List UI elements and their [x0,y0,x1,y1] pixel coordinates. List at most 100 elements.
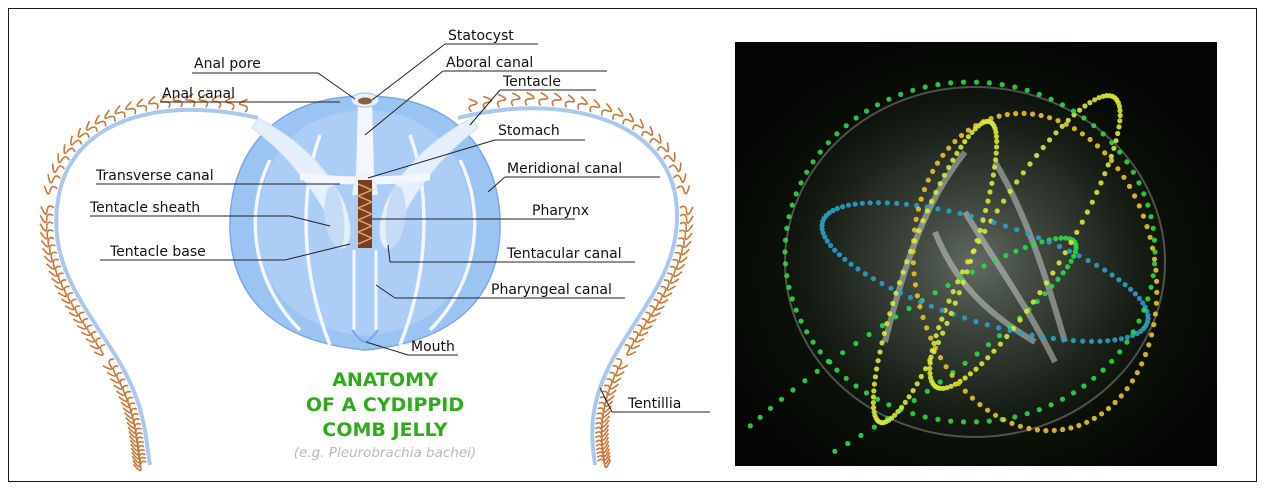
comb-plate [940,153,945,158]
comb-plate [946,299,951,304]
tentillum [105,110,115,122]
comb-plate [844,376,849,381]
comb-plate [908,295,913,300]
tentillum [73,312,84,322]
comb-plate [872,382,877,387]
comb-plate [1146,342,1151,347]
comb-plate [1091,376,1096,381]
comb-plate [871,276,876,281]
comb-plate [1004,334,1009,339]
comb-plate [963,375,968,380]
tentillum [613,108,623,120]
comb-plate [1136,319,1141,324]
comb-plate [1021,170,1026,175]
comb-plate [1040,334,1045,339]
comb-plate [997,333,1002,338]
comb-plate [993,157,998,162]
label-transverse-canal: Transverse canal [95,168,214,184]
comb-plate [758,415,763,420]
comb-plate [1125,386,1130,391]
tentillum [669,162,681,171]
comb-plate [1068,425,1073,430]
comb-plate [954,151,959,156]
tentillum [649,306,660,316]
comb-jelly-photo [735,42,1217,466]
label-pharynx: Pharynx [532,203,589,219]
tentillum [677,185,690,193]
label-stomach: Stomach [498,123,560,139]
comb-plate [957,290,962,295]
comb-plate [977,402,982,407]
comb-plate [1086,258,1091,263]
label-tentacular-canal: Tentacular canal [506,246,622,262]
comb-plate [790,296,795,301]
comb-plate [885,200,890,205]
comb-plate [1025,231,1030,236]
comb-plate [804,170,809,175]
comb-plate [966,134,971,139]
comb-plate [901,270,906,275]
label-tentacle: Tentacle [502,74,561,90]
comb-plate [874,366,879,371]
comb-plate [1148,214,1153,219]
tentillum [103,359,114,369]
comb-plate [1106,406,1111,411]
comb-plate [938,355,943,360]
label-tentillia: Tentillia [627,396,681,412]
comb-plate [828,243,833,248]
tentillum [86,332,97,342]
comb-plate [985,355,990,360]
comb-plate [991,172,996,177]
comb-plate [974,80,979,85]
comb-plate [811,159,816,164]
comb-plate [915,381,920,386]
tentillum [641,319,652,329]
comb-plate [1037,92,1042,97]
comb-plate [946,146,951,151]
comb-plate [1034,153,1039,158]
comb-plate [1121,175,1126,180]
comb-plate [1044,280,1049,285]
comb-plate [1112,337,1117,342]
comb-plate [985,322,990,327]
comb-plate [1117,108,1122,113]
comb-plate [1080,339,1085,344]
comb-plate [1117,118,1122,123]
comb-plate [940,331,945,336]
comb-plate [1117,150,1122,155]
comb-plate [919,374,924,379]
comb-plate [854,383,859,388]
comb-plate [973,367,978,372]
comb-plate [924,325,929,330]
aboral-canal [356,100,374,175]
comb-plate [1012,414,1017,419]
comb-plate [1081,115,1086,120]
comb-plate [916,207,921,212]
comb-plate [871,400,876,405]
comb-plate [1003,223,1008,228]
comb-plate [1069,259,1074,264]
comb-plate [1037,407,1042,412]
label-meridional-canal: Meridional canal [507,161,622,177]
comb-plate [804,329,809,334]
tentillum [240,99,248,112]
comb-plate [968,371,973,376]
comb-plate [968,259,973,264]
comb-plate [992,220,997,225]
comb-plate [1098,180,1103,185]
comb-plate [951,289,956,294]
comb-plate [1001,199,1006,204]
comb-plate [1047,240,1052,245]
anal-pore [358,98,372,105]
comb-plate [1133,291,1138,296]
comb-plate [1145,316,1150,321]
comb-plate [923,366,928,371]
comb-plate [950,158,955,163]
comb-plate [1094,190,1099,195]
comb-plate [1055,277,1060,282]
comb-plate [994,151,999,156]
tentillum [680,215,693,224]
comb-plate [946,208,951,213]
comb-plate [786,214,791,219]
comb-plate [1148,235,1153,240]
